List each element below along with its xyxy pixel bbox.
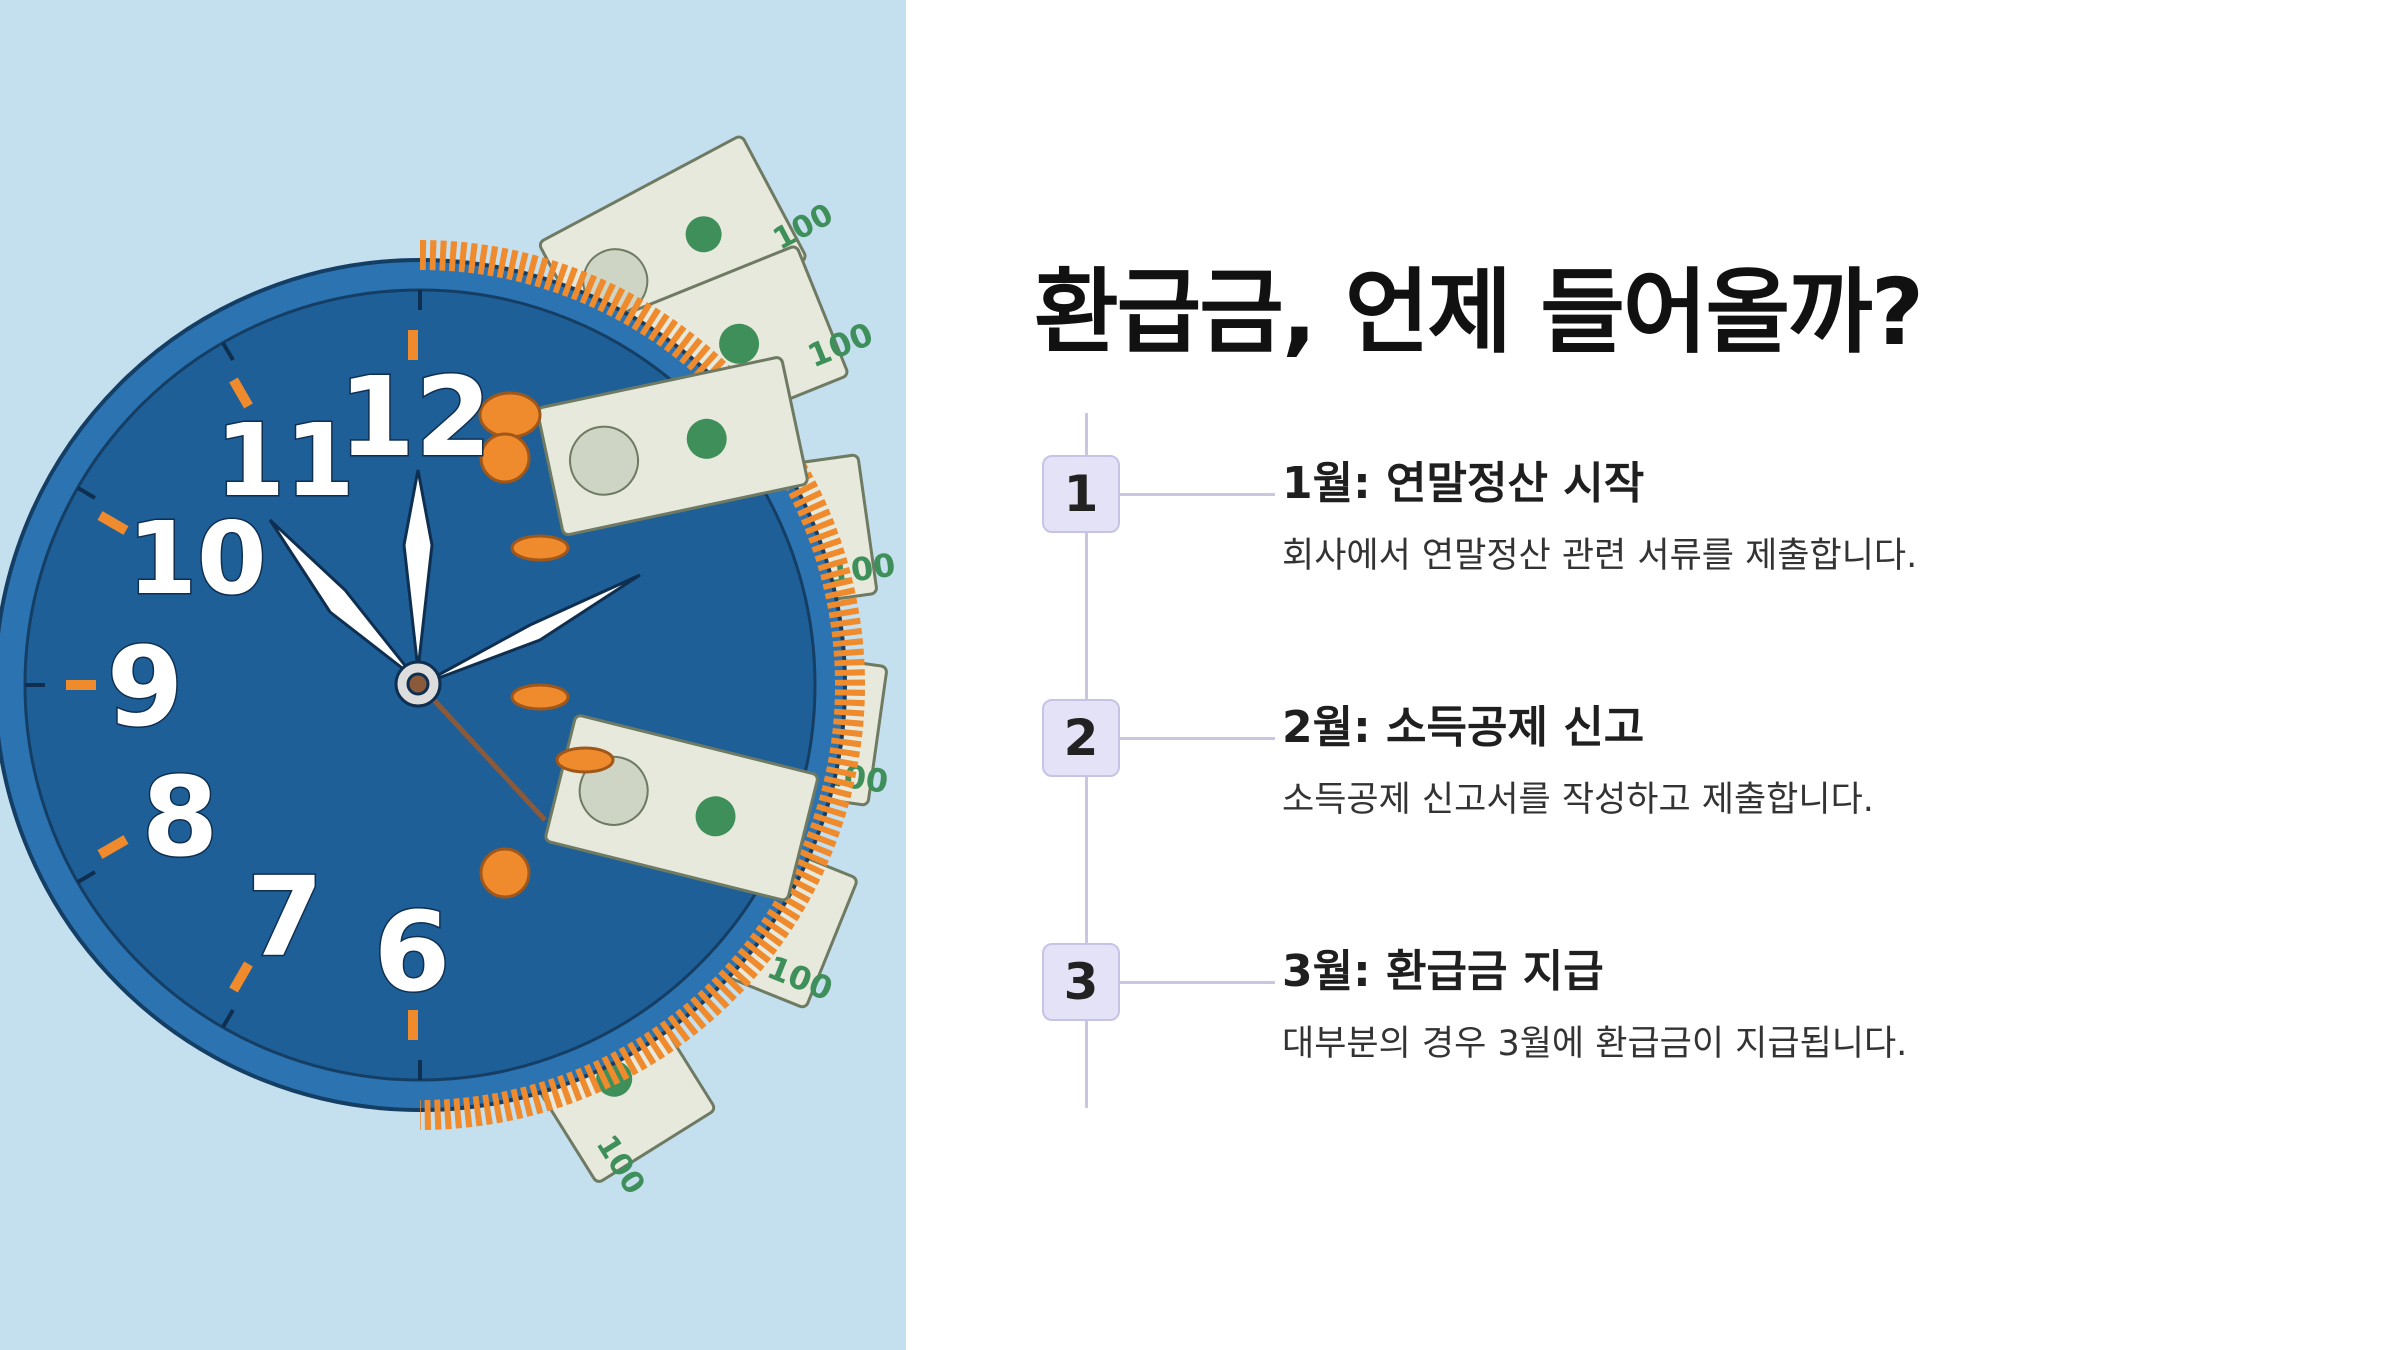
- clock-number-6: 6: [374, 888, 451, 1016]
- timeline-step-2: 2 2월: 소득공제 신고 소득공제 신고서를 작성하고 제출합니다.: [1030, 699, 2330, 859]
- timeline-step-3: 3 3월: 환급금 지급 대부분의 경우 3월에 환급금이 지급됩니다.: [1030, 943, 2330, 1103]
- clock-number-8: 8: [142, 753, 219, 881]
- clock-hour-markers: [66, 330, 418, 1040]
- page-title: 환급금, 언제 들어올까?: [1034, 259, 1924, 366]
- step-title: 2월: 소득공제 신고: [1282, 702, 1645, 753]
- timeline-connector: [1120, 737, 1275, 740]
- timeline-connector: [1120, 493, 1275, 496]
- step-description: 소득공제 신고서를 작성하고 제출합니다.: [1282, 780, 1874, 820]
- clock-hands: [268, 469, 641, 822]
- step-number-badge: 1: [1042, 455, 1120, 533]
- step-description: 회사에서 연말정산 관련 서류를 제출합니다.: [1282, 536, 1918, 576]
- clock-crown-edge: [419, 240, 865, 1130]
- step-number-badge: 3: [1042, 943, 1120, 1021]
- hero-illustration: 100 100 100 100 100 100: [0, 0, 906, 1350]
- clock-number-9: 9: [107, 623, 184, 751]
- clock-number-10: 10: [127, 500, 266, 617]
- main-content: 환급금, 언제 들어올까? 1 1월: 연말정산 시작 회사에서 연말정산 관련…: [1030, 0, 2330, 1350]
- timeline-step-1: 1 1월: 연말정산 시작 회사에서 연말정산 관련 서류를 제출합니다.: [1030, 455, 2330, 615]
- clock-money-illustration: 100 100 100 100 100 100: [0, 135, 898, 1201]
- step-title: 3월: 환급금 지급: [1282, 946, 1604, 997]
- clock-number-12: 12: [338, 353, 491, 481]
- step-description: 대부분의 경우 3월에 환급금이 지급됩니다.: [1282, 1024, 1908, 1064]
- coins: [478, 391, 615, 899]
- clock-number-11: 11: [215, 402, 354, 519]
- timeline-connector: [1120, 981, 1275, 984]
- step-number-badge: 2: [1042, 699, 1120, 777]
- clock-ticks: [25, 290, 422, 1080]
- second-hand: [418, 683, 547, 822]
- clock-number-7: 7: [247, 853, 324, 981]
- step-title: 1월: 연말정산 시작: [1282, 458, 1645, 509]
